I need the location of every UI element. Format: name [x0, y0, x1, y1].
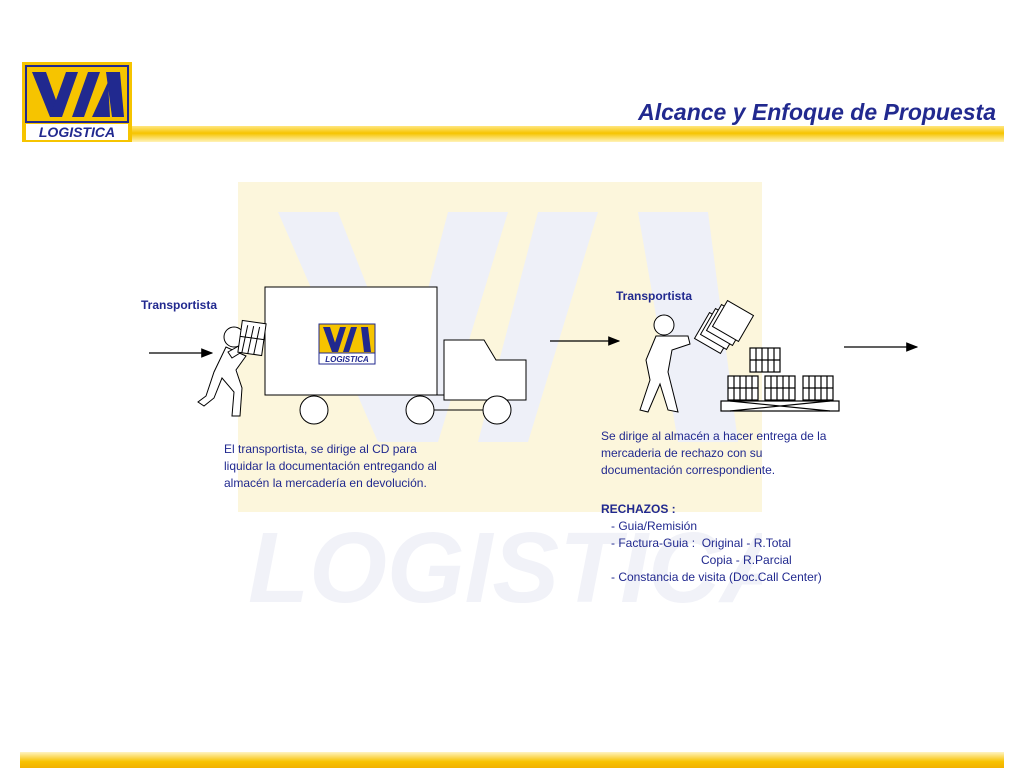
step1-description: El transportista, se dirige al CD para l…	[224, 441, 437, 492]
rechazos-item: - Factura-Guia : Original - R.Total	[601, 536, 792, 550]
page-title: Alcance y Enfoque de Propuesta	[638, 99, 996, 125]
text-line: liquidar la documentación entregando al	[224, 459, 437, 473]
warehouse-person-icon	[639, 299, 755, 413]
delivery-person-icon	[197, 319, 267, 417]
text-line: mercaderia de rechazo con su	[601, 446, 763, 460]
rechazos-title: RECHAZOS :	[601, 502, 676, 516]
via-logistica-logo: LOGISTICA	[22, 62, 132, 142]
actor-label-transportista: Transportista	[141, 298, 218, 312]
pallet-crates-icon	[720, 347, 840, 412]
truck-logo-icon: LOGISTICA	[318, 323, 376, 365]
rechazos-item: - Constancia de visita (Doc.Call Center)	[601, 570, 822, 584]
text-line: Se dirige al almacén a hacer entrega de …	[601, 429, 827, 443]
rechazos-item: - Guia/Remisión	[601, 519, 698, 533]
truck-logo-text: LOGISTICA	[325, 355, 369, 364]
rechazos-section: RECHAZOS : - Guia/Remisión - Factura-Gui…	[601, 501, 822, 586]
footer-band	[20, 752, 1004, 768]
text-line: El transportista, se dirige al CD para	[224, 442, 417, 456]
step2-description: Se dirige al almacén a hacer entrega de …	[601, 428, 826, 479]
watermark-text: LOGISTICA	[248, 512, 762, 622]
logo-text: LOGISTICA	[39, 124, 115, 140]
header-band	[132, 126, 1004, 142]
truck-icon	[264, 286, 527, 425]
text-line: documentación correspondiente.	[601, 463, 776, 477]
rechazos-item: Copia - R.Parcial	[601, 553, 792, 567]
text-line: almacén la mercadería en devolución.	[224, 476, 427, 490]
actor-label-transportista: Transportista	[616, 289, 693, 303]
